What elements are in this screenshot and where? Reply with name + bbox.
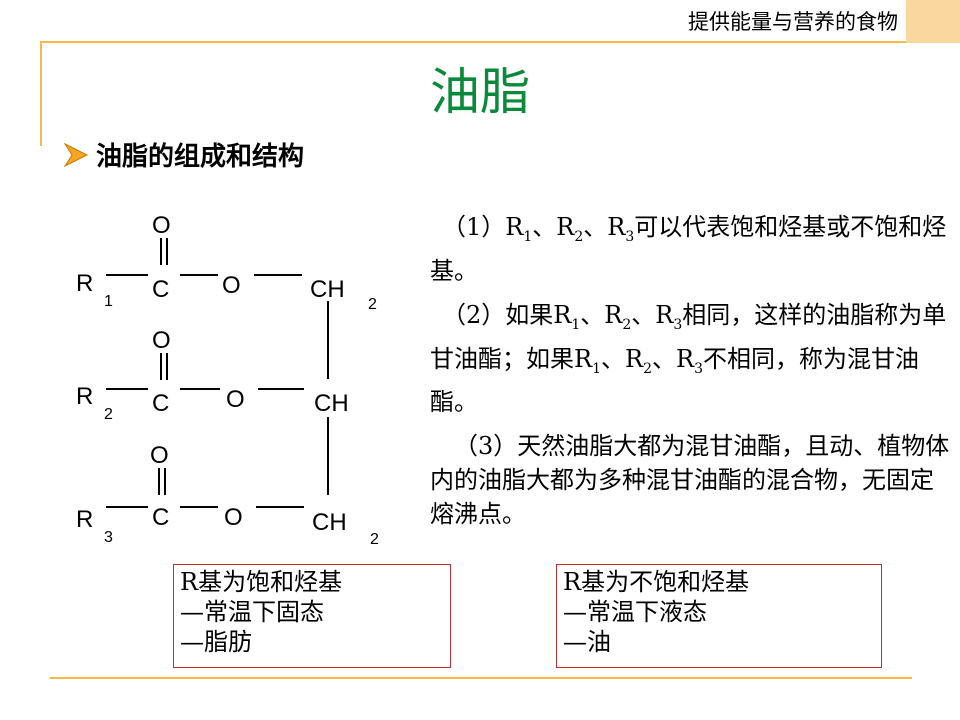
unsaturated-line-2: —常温下液态 bbox=[563, 598, 707, 626]
saturated-line-3: —脂肪 bbox=[180, 628, 252, 656]
carbonyl-carbon-2: C bbox=[152, 390, 169, 417]
section-title: 油脂的组成和结构 bbox=[96, 142, 305, 172]
r-group-1: R bbox=[76, 270, 93, 297]
section-heading: 油脂的组成和结构 bbox=[62, 136, 304, 173]
ester-oxygen-1: O bbox=[222, 272, 241, 299]
r-group-1-sub: 1 bbox=[104, 293, 113, 310]
header-divider bbox=[40, 41, 920, 43]
paragraph-3: （3）天然油脂大都为混甘油酯，且动、植物体内的油脂大都为多种混甘油酯的混合物，无… bbox=[430, 432, 950, 529]
glyceride-structure: O R 1 C O CH 2 O R 2 C O CH O R 3 C O CH… bbox=[76, 212, 379, 548]
footer-divider bbox=[50, 677, 912, 679]
saturated-fat-box: R基为饱和烃基 —常温下固态 —脂肪 bbox=[173, 564, 451, 668]
r-group-2-sub: 2 bbox=[104, 406, 113, 423]
carbonyl-carbon-3: C bbox=[152, 504, 169, 531]
unsaturated-oil-box: R基为不饱和烃基 —常温下液态 —油 bbox=[556, 564, 882, 668]
header-accent-block bbox=[906, 0, 960, 43]
carbonyl-oxygen-3: O bbox=[150, 442, 169, 469]
r-group-2: R bbox=[76, 383, 93, 410]
carbonyl-oxygen-1: O bbox=[152, 212, 171, 239]
saturated-line-1: R基为饱和烃基 bbox=[180, 568, 343, 596]
saturated-line-2: —常温下固态 bbox=[180, 598, 324, 626]
r-group-3: R bbox=[76, 506, 93, 533]
ester-oxygen-2: O bbox=[226, 386, 245, 413]
header-title: 提供能量与营养的食物 bbox=[688, 10, 898, 34]
paragraph-2: （2）如果R1、R2、R3相同，这样的油脂称为单甘油酯；如果R1、R2、R3不相… bbox=[430, 300, 947, 417]
slide-title: 油脂 bbox=[430, 63, 530, 121]
arrow-bullet-icon bbox=[63, 142, 89, 167]
r-group-3-sub: 3 bbox=[104, 529, 113, 546]
ch2-top-sub: 2 bbox=[368, 296, 377, 313]
carbonyl-carbon-1: C bbox=[152, 276, 169, 303]
ch-middle: CH bbox=[314, 390, 349, 417]
ch2-bottom: CH bbox=[312, 509, 347, 536]
ch2-bottom-sub: 2 bbox=[370, 531, 379, 548]
ch2-top: CH bbox=[310, 276, 345, 303]
carbonyl-oxygen-2: O bbox=[152, 327, 171, 354]
description-text: （1）R1、R2、R3可以代表饱和烃基或不饱和烃基。 （2）如果R1、R2、R3… bbox=[430, 210, 950, 541]
paragraph-1: （1）R1、R2、R3可以代表饱和烃基或不饱和烃基。 bbox=[430, 213, 947, 285]
header-left-rule bbox=[40, 41, 42, 146]
ester-oxygen-3: O bbox=[224, 504, 243, 531]
unsaturated-line-1: R基为不饱和烃基 bbox=[563, 568, 750, 596]
unsaturated-line-3: —油 bbox=[563, 628, 611, 656]
